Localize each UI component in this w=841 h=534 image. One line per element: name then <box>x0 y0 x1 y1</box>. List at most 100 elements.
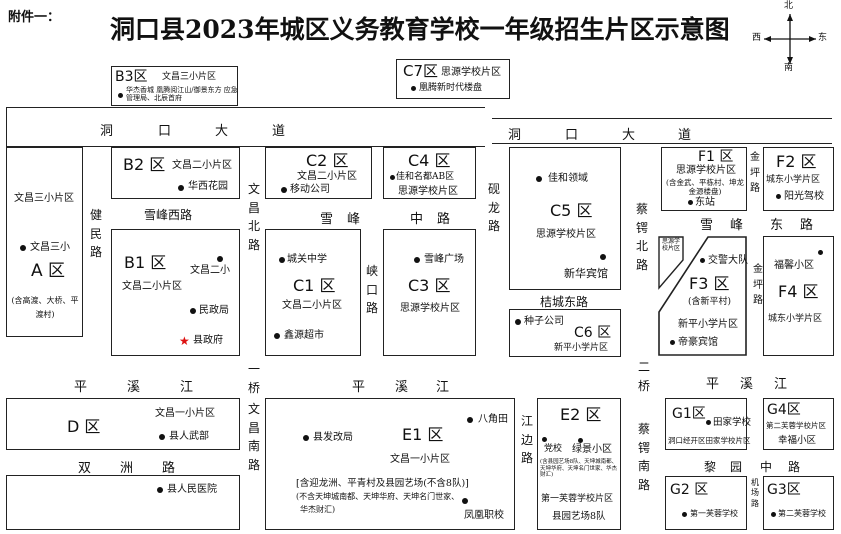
road-jiecheng-east: 桔城东路 <box>540 295 589 309</box>
road-xuefeng-mid-char: 中 <box>410 212 424 227</box>
road-dongkou-1-char: 洞 <box>100 124 114 139</box>
road-dongkou-2-char: 道 <box>678 128 692 143</box>
zone-f4: 福馨小区 F4 区 城东小学片区 <box>763 236 834 356</box>
zone-c5-dot-icon <box>600 254 606 260</box>
zone-g1-poi: 田家学校 <box>713 417 752 428</box>
zone-c5-school: 思源学校片区 <box>536 229 596 240</box>
road-edge <box>6 146 485 147</box>
road-edge <box>492 118 832 119</box>
zone-g3-poi: 第二芙蓉学校 <box>778 509 826 518</box>
road-shuangzhou-char: 洲 <box>120 461 134 476</box>
zone-c2: C2 区 文昌二小片区 移动公司 <box>265 147 372 199</box>
zone-b3-code: B3区 <box>115 69 148 85</box>
road-liyuan-char: 园 <box>730 460 743 474</box>
zone-g2-dot-icon <box>682 512 687 517</box>
zone-f3-school: 新平小学片区 <box>678 319 738 330</box>
zone-f1-dot-icon <box>688 200 693 205</box>
zone-c2-code: C2 区 <box>306 151 349 170</box>
zone-a-school: 文昌三小片区 <box>14 193 74 204</box>
road-jichang: 机场路 <box>751 478 759 508</box>
road-caie-south: 蔡锷南路 <box>637 422 650 492</box>
zone-d-poi-1: 县人武部 <box>169 431 209 442</box>
zone-c3-school: 思源学校片区 <box>400 303 460 314</box>
zone-a: 文昌三小片区 文昌三小 A 区 (含高渡、大桥、平渡村) <box>6 147 83 337</box>
zone-e2-dot-icon <box>578 438 583 443</box>
zone-c5-code: C5 区 <box>550 201 593 220</box>
zone-c4-dot-icon <box>390 175 395 180</box>
zone-c2-school: 文昌二小片区 <box>297 171 357 182</box>
zone-c4-poi: 佳和名都AB区 <box>396 172 455 182</box>
zone-c5: 佳和领域 C5 区 思源学校片区 新华宾馆 <box>509 147 621 290</box>
zone-e1-dot-icon <box>462 498 468 504</box>
attachment-label: 附件一： <box>8 10 61 25</box>
zone-a-code: A 区 <box>31 261 66 281</box>
zone-strip: 思源学校片区 <box>655 236 685 296</box>
road-yanlong: 砚龙路 <box>487 182 500 234</box>
zone-f2-school: 城东小学片区 <box>766 175 821 185</box>
zone-e2-school: 第一芙蓉学校片区 <box>541 494 614 504</box>
zone-f1-school: 思源学校片区 <box>676 165 736 176</box>
zone-d-dot-icon <box>159 434 165 440</box>
zone-b1-poi-3: 县政府 <box>193 335 223 346</box>
road-dongkou-1-char: 大 <box>215 124 229 139</box>
zone-c5-dot-icon <box>536 176 542 182</box>
zone-c4-school: 思源学校片区 <box>398 186 458 197</box>
zone-c6-dot-icon <box>515 319 521 325</box>
zone-b1-poi-1: 文昌二小 <box>190 265 230 276</box>
road-dongkou-2-char: 大 <box>622 128 636 143</box>
zone-g1-dot-icon <box>706 420 711 425</box>
map-title: 洞口县2023年城区义务教育学校一年级招生片区示意图 <box>110 15 730 44</box>
zone-g3: G3区 第二芙蓉学校 <box>763 476 834 530</box>
zone-f3: 交警大队 F3 区 (含新平村) 新平小学片区 帝豪宾馆 <box>658 236 750 356</box>
road-xuefeng-mid-char: 峰 <box>347 212 361 227</box>
zone-b2-code: B2 区 <box>123 155 166 174</box>
road-xuefeng-east-char: 路 <box>800 218 814 233</box>
zone-c1-school: 文昌二小片区 <box>282 300 342 311</box>
road-shuangzhou-char: 路 <box>162 461 176 476</box>
zone-c1-code: C1 区 <box>293 276 336 295</box>
compass-south: 南 <box>784 63 794 73</box>
river-pingxi-3-char: 江 <box>774 377 788 392</box>
zone-f4-dot-icon <box>818 250 823 255</box>
road-dongkou-2-char: 口 <box>565 128 579 143</box>
road-edge <box>6 107 7 147</box>
road-xuefeng-west: 雪峰西路 <box>144 208 193 222</box>
zone-c1-dot-icon <box>279 257 285 263</box>
zone-b1-school: 文昌二小片区 <box>122 281 182 292</box>
river-pingxi-3-char: 溪 <box>740 377 754 392</box>
zone-d-poi-2: 县人民医院 <box>167 484 217 495</box>
road-jianmin: 健民路 <box>89 208 102 260</box>
zone-e2-poi-1: 党校 <box>544 444 563 454</box>
zone-c3-poi: 雪峰广场 <box>424 254 464 265</box>
zone-e1-note-2: (不含天坤城南都、天坤华府、天坤名门世家、 <box>296 492 460 501</box>
zone-c4: C4 区 佳和名都AB区 思源学校片区 <box>383 147 476 199</box>
zone-e1-dot-icon <box>467 417 473 423</box>
zone-g4-poi: 幸福小区 <box>778 435 817 446</box>
river-pingxi-2-char: 平 <box>352 380 366 395</box>
zone-b2-poi: 华西花园 <box>188 181 228 192</box>
zone-a-dot-icon <box>20 245 26 251</box>
zone-e1-note-3: 华杰财汇) <box>300 505 336 514</box>
compass: 北 南 西 东 <box>752 2 832 74</box>
zone-g2-code: G2 区 <box>670 482 709 498</box>
zone-g3-dot-icon <box>771 512 776 517</box>
government-star-icon: ★ <box>179 334 190 348</box>
zone-c2-dot-icon <box>281 187 287 193</box>
zone-b3: B3区 文昌三小片区 华杰香城 凰腾阅江山/御景东方 应急管理局、北辰首府 <box>111 66 238 106</box>
zone-b3-dot-icon <box>118 93 123 98</box>
zone-b2-school: 文昌二小片区 <box>172 160 232 171</box>
zone-c7-poi: 凰腾新时代楼盘 <box>419 83 483 93</box>
road-wenchang-south: 文昌南路 <box>247 402 260 472</box>
compass-east: 东 <box>818 33 828 43</box>
zone-f1-code: F1 区 <box>698 149 734 165</box>
road-dongkou-1-char: 口 <box>158 124 172 139</box>
zone-e1-poi-3: 凤凰职校 <box>464 510 504 521</box>
road-shuangzhou-char: 双 <box>78 461 92 476</box>
zone-c3-code: C3 区 <box>408 276 451 295</box>
zone-f3-poi-1: 交警大队 <box>708 255 748 266</box>
zone-c3: 雪峰广场 C3 区 思源学校片区 <box>383 229 476 356</box>
zone-e1-code: E1 区 <box>402 425 444 444</box>
zone-e2: E2 区 党校 绿景小区 (含县园艺场8队、天坤城南都、天坤华府、天坤名门世家、… <box>537 398 621 530</box>
zone-e1-school: 文昌一小片区 <box>390 454 450 465</box>
zone-e2-dot-icon <box>542 437 547 442</box>
